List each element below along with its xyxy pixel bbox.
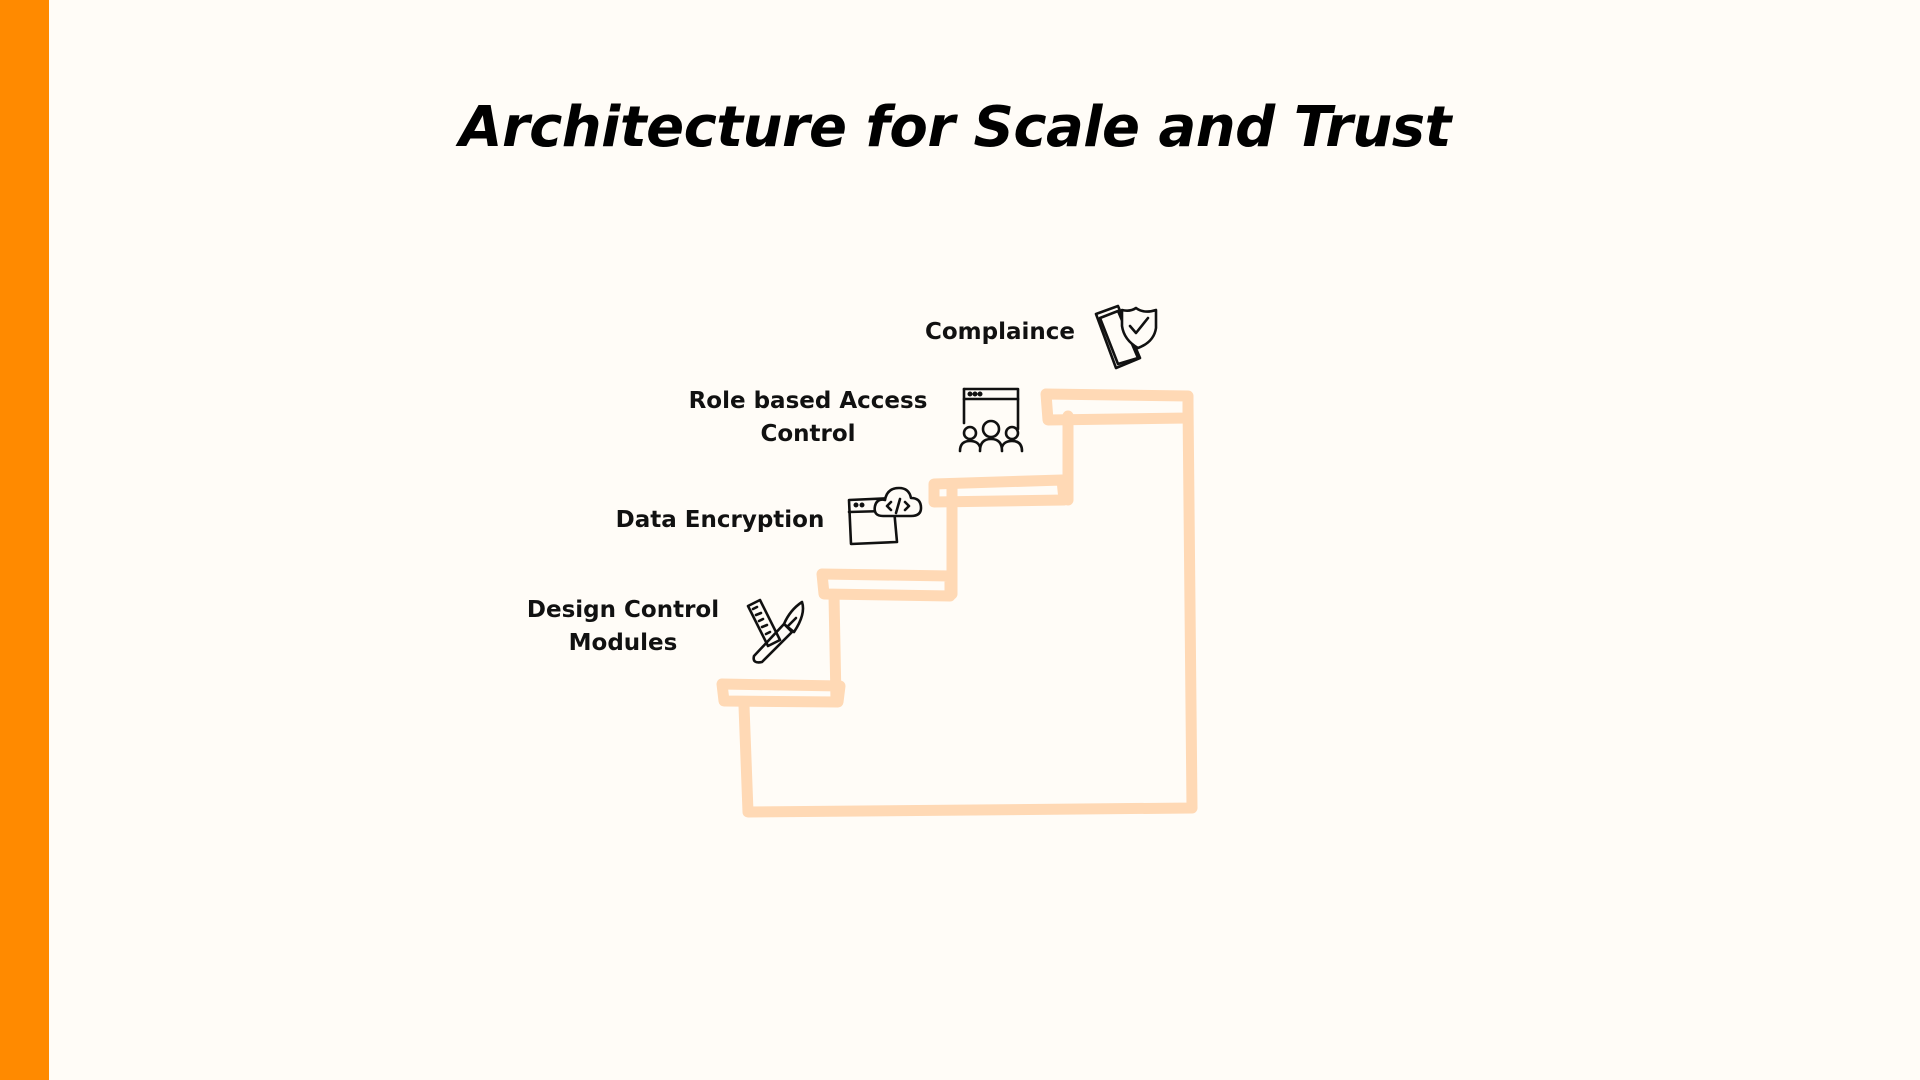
step-label-line: Control (760, 421, 856, 447)
step-label-data-encryption: Data Encryption (600, 504, 840, 537)
step-label-line: Data Encryption (615, 507, 825, 533)
accent-bar (0, 0, 49, 1080)
design-tools-icon (746, 598, 805, 664)
step-label-line: Complaince (924, 319, 1075, 345)
staircase-outline (716, 388, 1198, 818)
step-label-line: Design Control (526, 597, 720, 623)
step-label-role-based-access-control: Role based Access Control (668, 385, 948, 451)
step-label-compliance: Complaince (900, 316, 1100, 349)
cloud-code-window-icon (847, 486, 923, 546)
team-window-icon (958, 387, 1024, 453)
step-label-line: Modules (568, 630, 678, 656)
page-title: Architecture for Scale and Trust (459, 95, 1451, 160)
shield-check-phone-icon (1094, 304, 1158, 370)
step-label-design-control-modules: Design Control Modules (506, 594, 740, 660)
step-label-line: Role based Access (688, 388, 928, 414)
